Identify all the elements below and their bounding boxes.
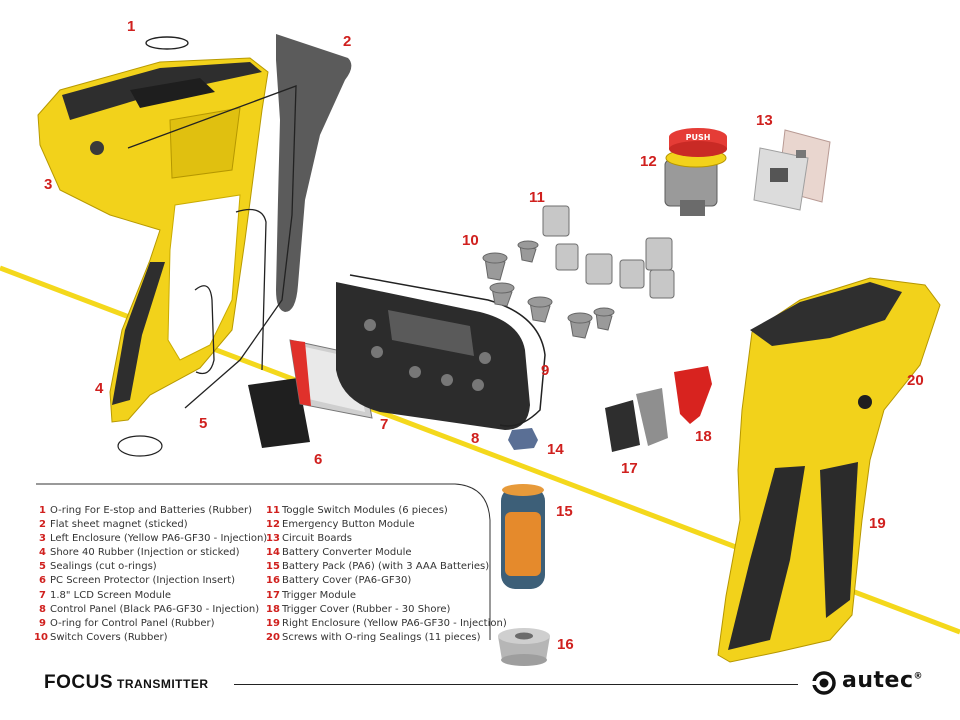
- callout-17: 17: [621, 460, 638, 477]
- footer-title: FOCUS TRANSMITTER: [44, 672, 209, 694]
- product-subtitle: TRANSMITTER: [117, 677, 209, 691]
- callout-14: 14: [547, 441, 564, 458]
- callout-15: 15: [556, 503, 573, 520]
- part-4-oring: [117, 435, 163, 457]
- callout-13: 13: [756, 112, 773, 129]
- callout-11: 11: [529, 189, 545, 206]
- callout-4: 4: [95, 380, 104, 397]
- callout-10: 10: [462, 232, 479, 249]
- part-2-magnet: [276, 34, 352, 312]
- part-6-screen-protector: [248, 378, 310, 448]
- callout-20: 20: [907, 372, 924, 389]
- callout-12: 12: [640, 153, 657, 170]
- part-5-sealings: [127, 85, 297, 409]
- callout-2: 2: [343, 33, 352, 50]
- part-1-oring: [145, 36, 189, 50]
- autec-logo: autec®: [812, 668, 923, 698]
- callout-9: 9: [541, 362, 550, 379]
- callout-1: 1: [127, 18, 136, 35]
- part-15-battery-pack: [501, 484, 545, 589]
- footer-divider: [234, 684, 798, 685]
- callout-3: 3: [44, 176, 53, 193]
- part-17-trigger-module: [605, 388, 668, 452]
- product-name: FOCUS: [44, 672, 113, 693]
- part-11-toggle-switches: [542, 205, 675, 299]
- callout-8: 8: [471, 430, 480, 447]
- part-20-right-enclosure: [717, 277, 941, 663]
- brand-name: autec®: [842, 668, 923, 693]
- callout-18: 18: [695, 428, 712, 445]
- callout-7: 7: [380, 416, 389, 433]
- part-9-oring: [349, 274, 546, 427]
- legend-bracket: [36, 483, 491, 640]
- callout-16: 16: [557, 636, 574, 653]
- part-10-switch-covers: [482, 240, 615, 339]
- part-14-converter: [508, 428, 538, 450]
- part-3-left-enclosure: [37, 57, 269, 423]
- callout-6: 6: [314, 451, 323, 468]
- part-18-trigger-cover: [674, 366, 712, 424]
- part-12-emergency-button: PUSH: [664, 128, 727, 216]
- estop-text: PUSH: [686, 133, 711, 142]
- callout-19: 19: [869, 515, 886, 532]
- callout-5: 5: [199, 415, 208, 432]
- autec-logo-icon: [812, 671, 836, 695]
- part-16-battery-cover: [498, 628, 550, 666]
- part-13-circuit-boards: [753, 129, 831, 211]
- part-8-control-panel: [336, 282, 530, 430]
